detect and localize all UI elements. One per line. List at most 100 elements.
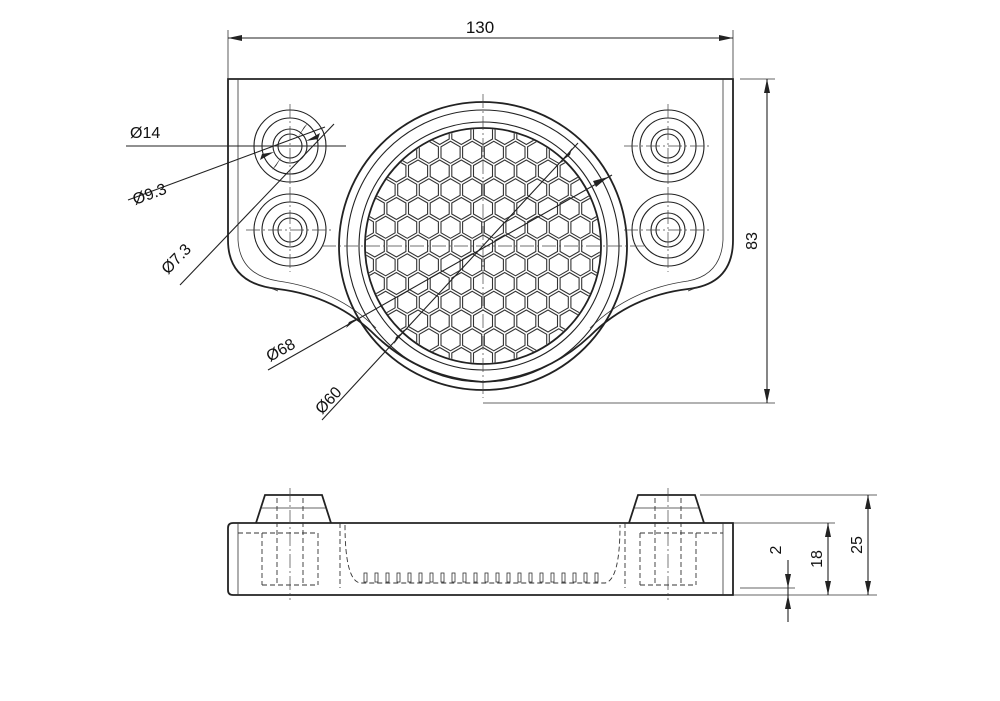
texture-tick xyxy=(429,572,434,583)
side-hex-texture xyxy=(363,572,599,583)
texture-tick xyxy=(451,572,456,583)
hex-cell xyxy=(429,234,450,258)
dim-lens-recess: 2 xyxy=(768,545,785,554)
hex-cell xyxy=(375,215,396,239)
hex-cell xyxy=(451,309,472,333)
hex-cell xyxy=(581,234,600,258)
hex-cell xyxy=(494,196,515,221)
hex-cell xyxy=(494,159,515,183)
hex-cell xyxy=(429,271,450,296)
hex-cell xyxy=(418,215,439,239)
texture-tick xyxy=(374,572,379,583)
texture-tick xyxy=(495,572,500,583)
hex-cell xyxy=(494,346,515,363)
dim-lens-inner: Ø60 xyxy=(312,384,345,418)
side-boss-right xyxy=(628,494,705,524)
hex-cell xyxy=(505,178,526,202)
hex-cell xyxy=(505,290,526,314)
hex-cell xyxy=(537,129,559,146)
hex-cell xyxy=(386,271,407,296)
texture-tick xyxy=(539,572,544,583)
hex-cell xyxy=(548,253,569,277)
hex-cell xyxy=(581,271,600,296)
texture-tick xyxy=(407,572,412,583)
texture-tick xyxy=(594,572,599,583)
leader-hole-counterbore xyxy=(127,126,326,201)
hex-cell xyxy=(592,253,600,277)
hex-cell xyxy=(407,309,429,333)
hex-cell xyxy=(559,159,580,183)
hex-cell xyxy=(462,290,483,314)
hex-cell xyxy=(537,271,559,296)
hex-cell xyxy=(440,253,461,277)
hex-cell xyxy=(559,309,580,333)
hex-cell xyxy=(505,253,526,277)
texture-tick xyxy=(517,572,522,583)
hex-cell xyxy=(548,328,569,352)
hex-cell xyxy=(527,178,548,202)
hex-cell xyxy=(418,178,439,202)
hex-cell xyxy=(516,159,537,183)
hex-cell xyxy=(527,290,548,314)
hex-cell xyxy=(483,215,504,239)
hex-cell xyxy=(537,309,559,333)
hex-cell xyxy=(494,234,515,258)
hex-cell xyxy=(462,328,483,352)
texture-tick xyxy=(462,572,467,583)
hex-cell xyxy=(537,346,559,363)
texture-tick xyxy=(363,572,368,583)
hex-cell xyxy=(516,309,537,333)
texture-tick xyxy=(572,572,577,583)
dim-hole-outer: Ø14 xyxy=(130,125,160,142)
hex-cell xyxy=(397,140,418,164)
texture-tick xyxy=(473,572,478,583)
hex-cell xyxy=(516,271,537,296)
hex-cell xyxy=(494,309,515,333)
hex-cell xyxy=(397,178,418,202)
hex-cell xyxy=(407,159,429,183)
texture-tick xyxy=(528,572,533,583)
hex-cell xyxy=(494,271,515,296)
dim-hole-counterbore: Ø9.3 xyxy=(131,181,170,209)
hex-cell xyxy=(440,215,461,239)
dim-lens-outer: Ø68 xyxy=(264,336,299,366)
side-hidden-lens-pocket xyxy=(344,524,621,584)
hex-cell xyxy=(451,346,472,363)
hex-cell xyxy=(559,271,580,296)
edge-tick-left xyxy=(267,286,279,292)
hex-cell xyxy=(451,129,472,146)
hex-cell xyxy=(451,196,472,221)
texture-tick xyxy=(484,572,489,583)
hex-cell xyxy=(386,159,407,183)
hex-cell xyxy=(429,309,450,333)
hex-cell xyxy=(407,346,429,363)
hex-cell xyxy=(386,234,407,258)
texture-tick xyxy=(418,572,423,583)
texture-tick xyxy=(506,572,511,583)
hex-cell xyxy=(527,215,548,239)
hex-cell xyxy=(375,253,396,277)
hex-cell xyxy=(494,129,515,146)
hex-cell xyxy=(397,253,418,277)
hex-cell xyxy=(429,196,450,221)
top-view: 130 83 Ø14 Ø9.3 Ø7.3 Ø68 Ø60 xyxy=(126,18,775,421)
side-boss-left xyxy=(255,494,332,524)
hex-cell xyxy=(472,196,494,221)
hex-cell xyxy=(462,215,483,239)
hex-cell xyxy=(386,196,407,221)
hex-cell xyxy=(483,140,504,164)
hex-cell xyxy=(505,140,526,164)
hex-cell xyxy=(418,290,439,314)
hex-cell xyxy=(483,328,504,352)
hex-cell xyxy=(451,271,472,296)
hex-cell xyxy=(366,271,385,296)
texture-tick xyxy=(583,572,588,583)
hex-cell xyxy=(516,234,537,258)
hex-cell xyxy=(548,178,569,202)
hex-cell xyxy=(366,253,374,277)
hex-cell xyxy=(548,140,569,164)
hex-cell xyxy=(548,290,569,314)
hex-cell xyxy=(407,129,429,146)
hex-cell xyxy=(440,290,461,314)
